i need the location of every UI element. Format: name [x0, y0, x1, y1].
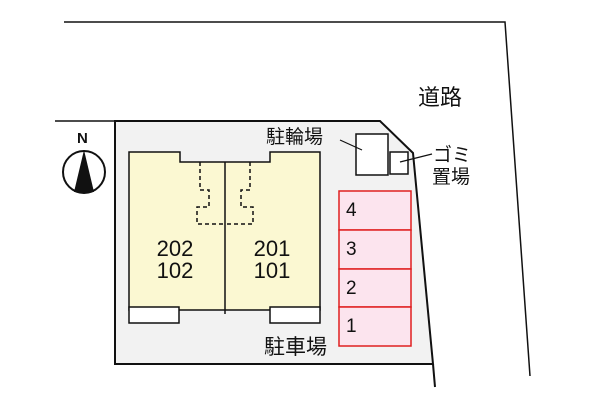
- north-compass-icon: [62, 150, 106, 194]
- balcony-left: [128, 306, 180, 324]
- stair-outline-right: [225, 162, 254, 225]
- road-label: 道路: [418, 86, 463, 111]
- north-label: N: [77, 130, 88, 147]
- balcony-right: [269, 306, 321, 324]
- garbage-label-line1: ゴミ: [433, 144, 472, 166]
- parking-slot-number: 3: [346, 239, 357, 260]
- lot-edge-extension: [432, 363, 436, 388]
- unit-lower-number: 102: [156, 258, 194, 283]
- garbage-label-line2: 置場: [432, 166, 471, 188]
- unit-upper-number: 202: [156, 236, 194, 261]
- unit-upper-number: 201: [253, 236, 291, 261]
- garbage-box: [389, 151, 409, 175]
- parking-slot-number: 2: [346, 278, 357, 299]
- parking-slot-number: 1: [346, 316, 357, 337]
- stair-outline-left: [196, 162, 225, 225]
- bicycle-parking-box: [355, 133, 389, 176]
- bicycle-leader-line: [339, 139, 363, 151]
- parking-slots: [338, 190, 412, 347]
- parking-label: 駐車場: [264, 335, 327, 359]
- parking-slot-number: 4: [346, 200, 357, 221]
- unit-lower-number: 101: [253, 258, 291, 283]
- unit-label-right: 201 101: [242, 238, 302, 282]
- road-outline: [64, 21, 531, 377]
- garbage-leader-line: [399, 153, 433, 163]
- bicycle-parking-label: 駐輪場: [266, 126, 324, 148]
- unit-label-left: 202 102: [145, 238, 205, 282]
